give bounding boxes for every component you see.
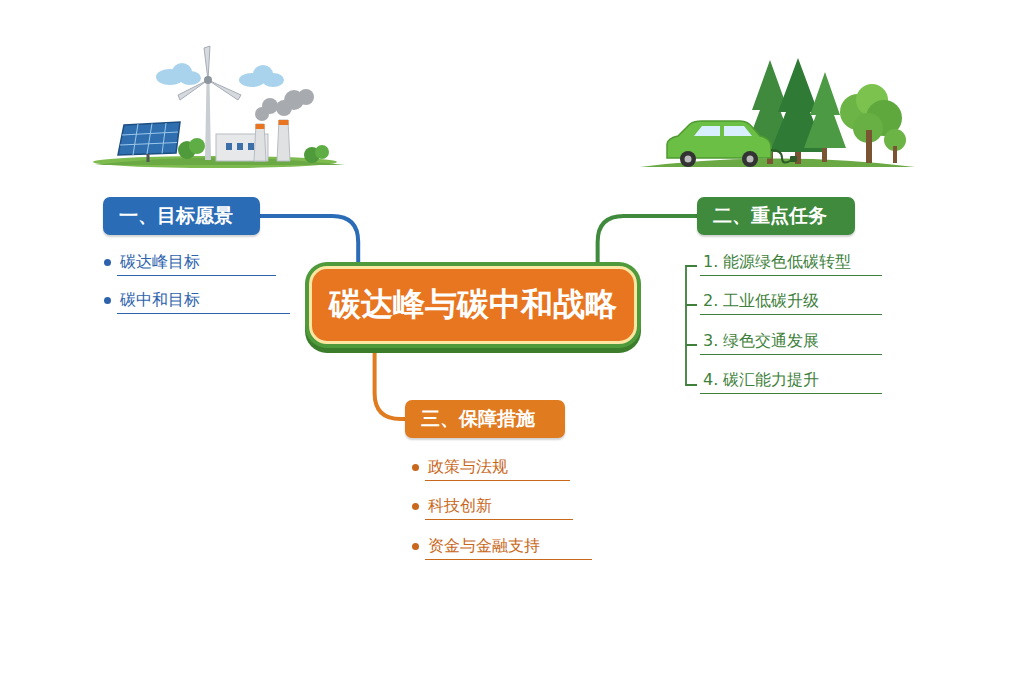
- branch-item: 政策与法规: [425, 456, 570, 481]
- branch-item: 1. 能源绿色低碳转型: [700, 251, 882, 276]
- bullet-dot: [412, 464, 419, 471]
- bullet-dot: [412, 543, 419, 550]
- branch-heading: 三、保障措施: [405, 400, 565, 438]
- branch-bracket: [686, 266, 697, 385]
- bullet-dot: [104, 297, 111, 304]
- item-text: 4. 碳汇能力提升: [703, 370, 819, 391]
- branch-item: 2. 工业低碳升级: [700, 290, 882, 315]
- heading-text: 三、保障措施: [421, 406, 535, 432]
- central-topic: 碳达峰与碳中和战略: [309, 266, 637, 344]
- energy-scene: [93, 46, 345, 168]
- branch-item: 资金与金融支持: [425, 535, 592, 560]
- bullet-dot: [412, 503, 419, 510]
- transport-forest-scene: [640, 58, 915, 167]
- item-text: 碳中和目标: [120, 290, 200, 311]
- branch-connector: [375, 347, 405, 419]
- branch-item: 4. 碳汇能力提升: [700, 369, 882, 394]
- heading-text: 一、目标愿景: [119, 203, 233, 229]
- branch-connector: [598, 216, 697, 263]
- item-text: 碳达峰目标: [120, 252, 200, 273]
- branch-heading: 二、重点任务: [697, 197, 855, 235]
- item-text: 1. 能源绿色低碳转型: [703, 252, 851, 273]
- branch-connector: [260, 216, 358, 263]
- heading-text: 二、重点任务: [713, 203, 827, 229]
- branch-heading: 一、目标愿景: [103, 197, 260, 235]
- branch-item: 科技创新: [425, 495, 573, 520]
- topic-text: 碳达峰与碳中和战略: [329, 283, 617, 327]
- branch-item: 碳中和目标: [117, 289, 290, 314]
- branch-item: 3. 绿色交通发展: [700, 330, 882, 355]
- item-text: 资金与金融支持: [428, 536, 540, 557]
- item-text: 政策与法规: [428, 457, 508, 478]
- bullet-dot: [104, 259, 111, 266]
- item-text: 3. 绿色交通发展: [703, 331, 819, 352]
- item-text: 科技创新: [428, 496, 492, 517]
- branch-item: 碳达峰目标: [117, 251, 276, 276]
- item-text: 2. 工业低碳升级: [703, 291, 819, 312]
